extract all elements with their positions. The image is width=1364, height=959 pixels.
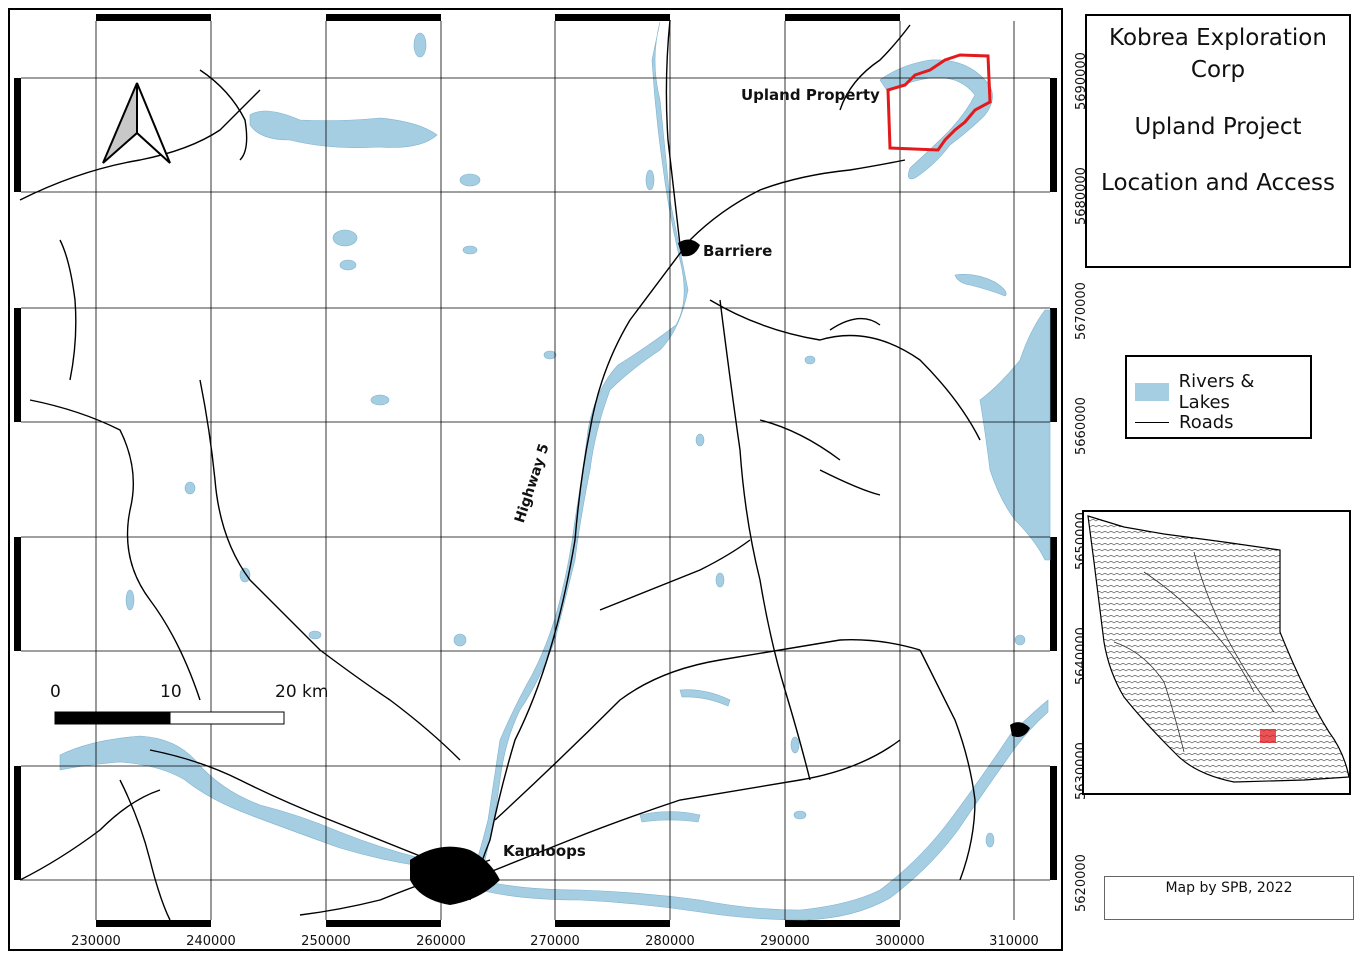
scale-label-0: 0 (50, 682, 61, 702)
easting-label: 240000 (186, 934, 236, 949)
easting-label: 260000 (416, 934, 466, 949)
road-east-d (829, 317, 881, 331)
road-east-branch (759, 419, 841, 461)
road-northwest (19, 89, 261, 201)
road-kamloops-e (494, 639, 921, 821)
highway-5 (469, 239, 691, 901)
company-name-line1: Kobrea Exploration (1109, 25, 1327, 51)
road-east-b (819, 469, 881, 496)
barriere-urban (678, 239, 700, 257)
road-west-a (29, 399, 201, 701)
road-south-west (119, 779, 171, 921)
scale-bar (54, 711, 285, 725)
legend-water-label: Rivers & Lakes (1178, 371, 1255, 413)
northing-label: 5670000 (1074, 282, 1089, 340)
label-kamloops: Kamloops (503, 842, 586, 860)
road-north (665, 19, 681, 246)
inset-map-svg (1087, 515, 1349, 783)
pond (462, 245, 478, 255)
company-name-line2: Corp (1190, 57, 1246, 83)
urban-areas (410, 239, 1030, 905)
easting-label: 270000 (530, 934, 580, 949)
pond (239, 567, 251, 583)
map-credit: Map by SPB, 2022 (1104, 876, 1354, 920)
pond (370, 394, 390, 406)
inset-map (1082, 510, 1351, 795)
river-south-thompson (479, 699, 1049, 921)
project-location-marker (1260, 729, 1276, 743)
easting-label: 250000 (301, 934, 351, 949)
legend-roads-label: Roads (1179, 411, 1234, 433)
chase-urban (1010, 722, 1030, 737)
map-frame (8, 8, 1063, 951)
northing-label: 5660000 (1074, 397, 1089, 455)
upland-lake (879, 59, 993, 180)
province-outline (1087, 515, 1349, 783)
label-upland-property: Upland Property (741, 86, 880, 104)
pond (308, 630, 322, 640)
water-swatch (1135, 383, 1169, 401)
lake-east (954, 274, 1007, 297)
road-east-c (599, 539, 751, 611)
road-east-loop (709, 299, 981, 441)
easting-label: 310000 (989, 934, 1039, 949)
company-name: Kobrea Exploration Corp (1087, 22, 1349, 86)
map-grid (21, 21, 1050, 920)
pond (543, 350, 557, 360)
scale-label-20: 20 km (275, 682, 329, 702)
pond (793, 810, 807, 820)
pond (695, 433, 705, 447)
road-swatch (1135, 421, 1169, 423)
road-nw-curve (199, 69, 248, 161)
pond (790, 736, 800, 754)
easting-label: 230000 (71, 934, 121, 949)
road-west-b (199, 379, 461, 761)
pond (184, 481, 196, 495)
pond (332, 229, 358, 247)
easting-label: 300000 (875, 934, 925, 949)
adams-lake (979, 309, 1051, 561)
road-upland (839, 24, 911, 111)
road-south-a (149, 749, 431, 861)
legend: Rivers & Lakes Roads (1125, 355, 1312, 439)
pond (459, 173, 481, 187)
river-north-thompson (469, 21, 689, 881)
road-network (19, 19, 981, 921)
pond (645, 169, 655, 191)
road-n-west (59, 239, 77, 381)
water-features (59, 21, 1051, 921)
label-barriere: Barriere (703, 242, 773, 260)
kamloops-lake (59, 735, 421, 867)
scale-label-10: 10 (160, 682, 182, 702)
kamloops-urban (410, 846, 500, 905)
pond (453, 633, 467, 647)
easting-label: 280000 (645, 934, 695, 949)
road-south-b (469, 739, 901, 881)
credit-text: Map by SPB, 2022 (1165, 880, 1293, 896)
northing-label: 5620000 (1074, 854, 1089, 912)
legend-item-water: Rivers & Lakes (1135, 371, 1310, 413)
lake-heffley (679, 689, 731, 707)
map-subtitle: Location and Access (1101, 170, 1335, 196)
pond (804, 355, 816, 365)
title-box: Kobrea Exploration Corp Upland Project L… (1085, 14, 1351, 268)
pond (715, 572, 725, 588)
road-ne (919, 649, 976, 881)
road-south-far (19, 789, 161, 881)
easting-label: 290000 (760, 934, 810, 949)
road-barriere-east (689, 159, 906, 241)
frame-ticks (14, 14, 1057, 927)
legend-item-roads: Roads (1135, 411, 1234, 433)
pond (339, 259, 357, 271)
pond (985, 832, 995, 848)
road-central (719, 299, 811, 781)
pond (1014, 634, 1026, 646)
pond (125, 589, 135, 611)
upland-property-boundary (886, 53, 992, 152)
lake-northwest (249, 110, 438, 148)
project-title: Upland Project (1134, 114, 1302, 140)
pond (413, 32, 427, 58)
north-arrow-icon (102, 82, 171, 164)
